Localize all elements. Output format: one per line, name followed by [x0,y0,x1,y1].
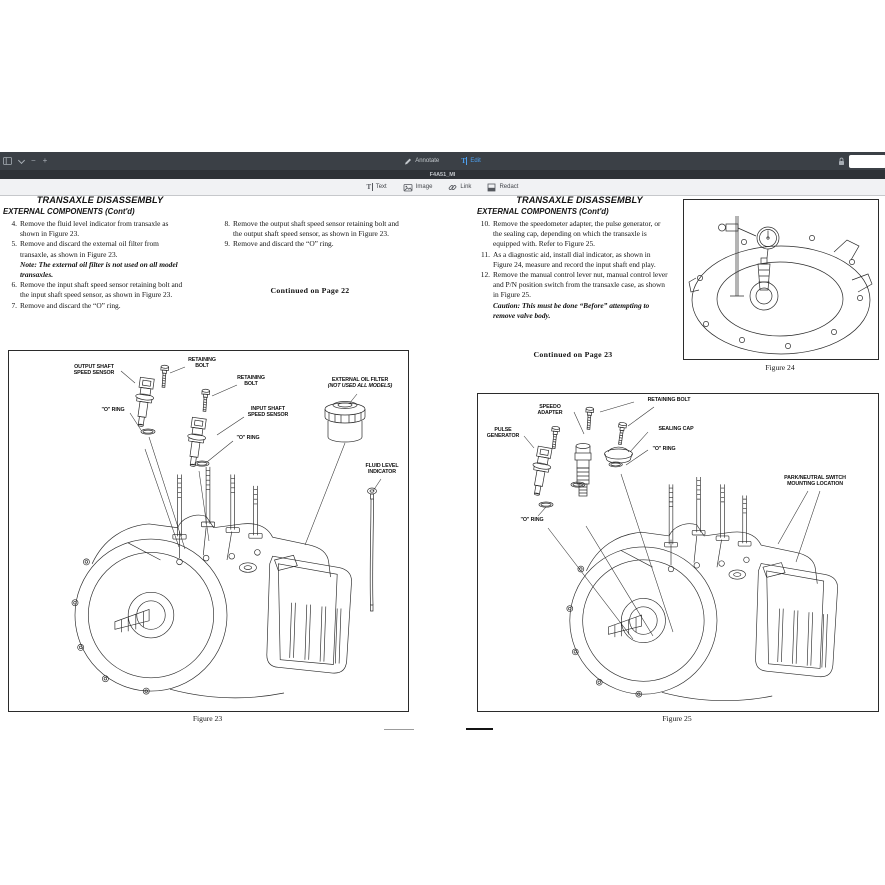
right-page-title: TRANSAXLE DISASSEMBLY [516,195,643,205]
right-column: 10. Remove the speedometer adapter, the … [477,219,669,321]
item-text: Remove the manual control lever nut, man… [493,270,668,300]
lock-icon[interactable] [838,157,845,166]
item-number: 9. [224,239,230,249]
label-o-ring-bottom: "O" RING [520,517,544,523]
left-column-2: 8. Remove the output shaft speed sensor … [217,219,403,250]
item-text: Remove the speedometer adapter, the puls… [493,219,661,249]
item-number: 4. [11,219,17,228]
figure-23: OUTPUT SHAFT SPEED SENSOR RETAINING BOLT… [8,350,409,712]
label-sealing-cap: SEALING CAP [658,426,694,432]
label-external-oil-filter: EXTERNAL OIL FILTER(NOT USED ALL MODELS) [317,377,403,389]
list-item-4: 4. Remove the fluid level indicator from… [4,219,188,239]
tool-text[interactable]: T​ Text [366,182,387,191]
link-icon [449,184,457,190]
tool-image[interactable]: Image [403,183,433,192]
tab-annotate[interactable]: Annotate [404,157,439,165]
label-pulse-generator: PULSE GENERATOR [486,427,520,439]
item-number: 6. [11,280,17,290]
label-retaining-bolt: RETAINING BOLT [647,397,691,403]
list-item-7: 7. Remove and discard the “O” ring. [4,301,188,311]
continued-page-22: Continued on Page 22 [270,286,350,295]
label-o-ring-2: "O" RING [236,435,260,441]
left-column-1: 4. Remove the fluid level indicator from… [4,219,188,311]
item-text: Remove and discard the “O” ring. [233,239,334,249]
label-fluid-level-indicator: FLUID LEVEL INDICATOR [365,463,399,475]
image-icon [403,183,413,191]
label-note: (NOT USED ALL MODELS) [327,383,393,389]
figure-25: SPEEDO ADAPTER RETAINING BOLT PULSE GENE… [477,393,879,712]
page-mark-gray [384,729,414,730]
label-retaining-bolt-2: RETAINING BOLT [237,375,265,387]
list-item-10: 10. Remove the speedometer adapter, the … [477,219,669,250]
search-input[interactable] [849,154,885,168]
redact-tool-label: Redact [499,184,519,190]
sidebar-toggle-icon[interactable] [3,157,12,165]
label-output-shaft-speed-sensor: OUTPUT SHAFT SPEED SENSOR [73,364,115,376]
item-text: Remove the output shaft speed sensor ret… [233,219,399,239]
item-12-caution: Caution: This must be done “Before” atte… [493,300,650,320]
tab-edit[interactable]: T​ Edit [461,156,481,165]
image-tool-label: Image [415,184,433,190]
item-text: Remove the input shaft speed sensor reta… [20,280,183,300]
figure-24 [683,199,879,360]
label-input-shaft-speed-sensor: INPUT SHAFT SPEED SENSOR [247,406,289,418]
item-number: 8. [224,219,230,228]
pen-icon [405,158,412,165]
list-item-9: 9. Remove and discard the “O” ring. [217,239,403,249]
figure-23-caption: Figure 23 [192,714,223,723]
item-text: Remove and discard the “O” ring. [20,300,121,310]
item-number: 7. [11,300,17,310]
item-number: 12. [480,270,490,280]
label-retaining-bolt-1: RETAINING BOLT [188,357,216,369]
figure-25-caption: Figure 25 [662,714,692,723]
figure-23-drawing [71,364,382,699]
item-text: Remove the fluid level indicator from tr… [20,219,169,239]
annotate-tab-label: Annotate [415,158,440,164]
main-toolbar: − + Annotate T​ Edit [0,152,885,170]
item-text: Remove and discard the external oil filt… [20,239,159,259]
document-titlebar: F4A51_MI [0,170,885,179]
list-item-6: 6. Remove the input shaft speed sensor r… [4,280,188,300]
item-5-note: Note: The external oil filter is not use… [20,259,178,280]
link-tool-label: Link [460,184,472,190]
list-item-12: 12. Remove the manual control lever nut,… [477,270,669,301]
label-park-neutral-switch: PARK/NEUTRAL SWITCH MOUNTING LOCATION [784,475,846,487]
text-edit-icon: T​ [461,156,468,165]
tool-redact[interactable]: Redact [487,183,518,192]
text-tool-label: Text [375,184,387,190]
list-item-8: 8. Remove the output shaft speed sensor … [217,219,403,239]
item-text: As a diagnostic aid, install dial indica… [493,249,656,269]
figure-24-drawing [688,216,873,355]
figure-24-caption: Figure 24 [765,363,795,372]
left-page-subtitle: EXTERNAL COMPONENTS (Cont'd) [3,207,135,216]
list-item-11: 11. As a diagnostic aid, install dial in… [477,250,669,270]
right-page-subtitle: EXTERNAL COMPONENTS (Cont'd) [477,207,609,216]
list-item-5: 5. Remove and discard the external oil f… [4,239,188,259]
left-page-title: TRANSAXLE DISASSEMBLY [36,195,164,205]
item-number: 5. [11,239,17,249]
zoom-in-button[interactable]: + [42,156,48,165]
label-o-ring-right: "O" RING [652,446,676,452]
label-text: EXTERNAL OIL FILTER [331,377,389,383]
edit-toolbar: T​ Text Image Link Redact [0,179,885,196]
tool-link[interactable]: Link [448,183,471,192]
page-mark-black [466,728,493,731]
continued-page-23: Continued on Page 23 [533,350,613,359]
figure-25-drawing [523,401,838,702]
text-tool-icon: T​ [366,182,373,191]
document-title: F4A51_MI [429,171,456,178]
edit-tab-label: Edit [470,158,481,164]
item-number: 10. [480,219,490,228]
label-speedo-adapter: SPEEDO ADAPTER [537,404,563,416]
label-o-ring-1: "O" RING [101,407,125,413]
redact-icon [488,183,496,191]
item-number: 11. [481,249,490,259]
zoom-out-button[interactable]: − [31,156,36,165]
